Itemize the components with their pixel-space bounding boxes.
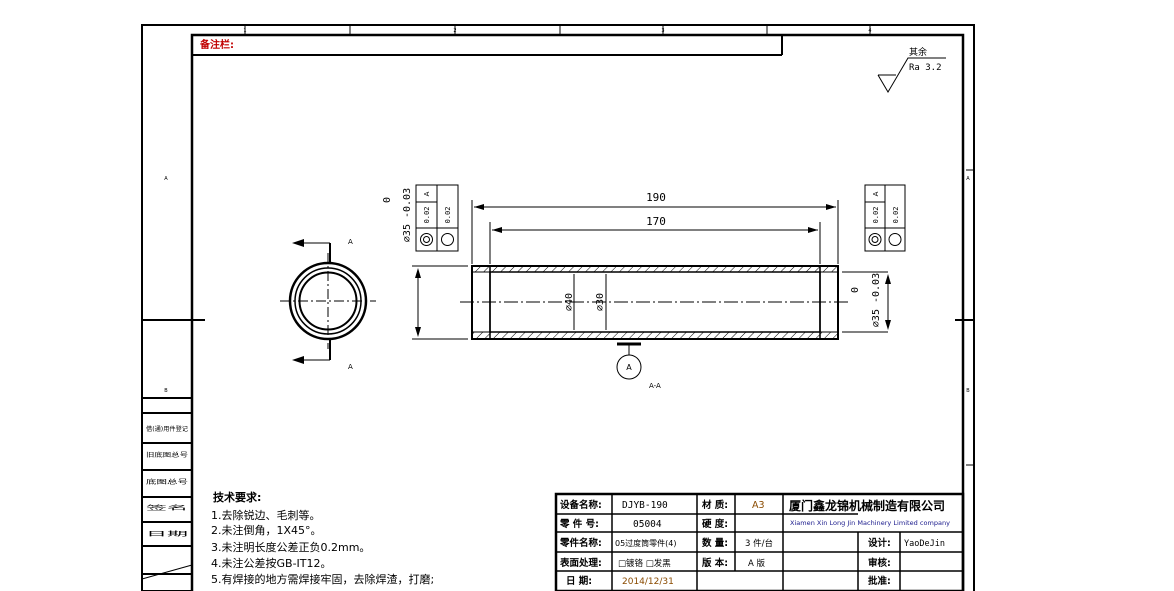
svg-text:1: 1 (243, 28, 246, 34)
hardness-label: 硬 度: (702, 518, 728, 530)
design-label: 设计: (868, 537, 891, 549)
tolerance-right-value-1: 0.02 (872, 207, 880, 224)
tech-item-2: 2.未注倒角，1X45°。 (211, 523, 322, 537)
date-label: 日 期: (566, 575, 592, 587)
part-name-label: 零件名称: (559, 537, 602, 549)
zone-labels: 1 2 3 4 A B A B (164, 28, 970, 394)
quantity-label: 数 量: (701, 537, 728, 549)
review-label: 审核: (868, 557, 891, 569)
roughness-symbol (877, 57, 946, 93)
part-no-value: 05004 (633, 519, 662, 530)
bore-left-upper: 0 (382, 197, 393, 203)
bore-right-dim: ∅35 -0.03 (871, 273, 882, 327)
tech-item-3: 3.未注明长度公差正负0.2mm。 (211, 540, 370, 554)
datum-letter: A (626, 363, 632, 372)
title-block-grid (554, 492, 965, 591)
company-cn: 厦门鑫龙锦机械制造有限公司 (789, 498, 945, 513)
roughness-label: 其余 (909, 46, 927, 58)
strip-label-2: 底图总号 (146, 478, 188, 486)
company-en: Xiamen Xin Long Jin Machinery Limited co… (790, 519, 950, 527)
designer-value: YaoDeJin (904, 539, 945, 549)
section-arrows (292, 239, 304, 364)
surface-label: 表面处理: (559, 557, 602, 569)
svg-text:3: 3 (661, 28, 664, 34)
strip-label-4: 日期 (146, 530, 188, 538)
svg-text:B: B (966, 388, 970, 394)
equipment-name-value: DJYB-190 (622, 500, 668, 511)
dim-overall-length: 190 (646, 191, 666, 204)
dim-lines (412, 200, 889, 340)
dim-outer-dia: ∅40 (564, 293, 575, 311)
left-strip (141, 397, 193, 591)
svg-text:B: B (164, 388, 168, 394)
version-value: A 版 (748, 558, 766, 569)
tolerance-frame-right (864, 184, 906, 252)
strip-label-0: 借(通)用件登记 (146, 425, 188, 433)
material-value: A3 (752, 500, 765, 511)
section-view-label: A-A (649, 382, 661, 390)
tolerance-left-value-1: 0.02 (423, 207, 431, 224)
version-label: 版 本: (701, 557, 728, 569)
title-block-text: 设备名称: DJYB-190 材 质: A3 厦门鑫龙锦机械制造有限公司 Xia… (559, 498, 950, 587)
svg-text:4: 4 (868, 28, 871, 34)
roughness-value: Ra 3.2 (909, 63, 942, 73)
quantity-value: 3 件/台 (745, 538, 773, 549)
end-view (280, 242, 376, 361)
strip-label-3: 签名 (146, 504, 188, 512)
left-strip-labels: 借(通)用件登记 旧底图总号 底图总号 签名 日期 (146, 425, 188, 538)
outer-frame (141, 24, 975, 591)
dim-inner-dia: ∅30 (595, 293, 606, 311)
section-marker-top: A (348, 238, 353, 246)
tech-item-5: 5.有焊接的地方需焊接牢固，去除焊渣，打磨; (211, 572, 434, 586)
tube-section (460, 265, 850, 340)
approve-label: 批准: (868, 575, 891, 587)
strip-label-1: 旧底图总号 (146, 451, 188, 459)
tolerance-right-value-2: 0.02 (892, 207, 900, 224)
remark-label: 备注栏: (199, 38, 234, 51)
part-no-label: 零 件 号: (559, 518, 599, 530)
svg-text:2: 2 (453, 28, 456, 34)
date-value: 2014/12/31 (622, 577, 674, 587)
tech-item-4: 4.未注公差按GB-IT12。 (211, 556, 332, 570)
svg-text:A: A (164, 176, 168, 182)
dim-arrows (415, 204, 891, 337)
bore-right-upper: 0 (850, 287, 861, 293)
bore-left-dim: ∅35 -0.03 (402, 188, 413, 242)
material-label: 材 质: (701, 499, 728, 511)
datum-symbol (616, 342, 642, 380)
tolerance-right-datum: A (872, 191, 880, 196)
dim-inner-length: 170 (646, 215, 666, 228)
part-name-value: 05过度筒零件(4) (615, 538, 677, 548)
section-marker-bottom: A (348, 363, 353, 371)
equipment-name-label: 设备名称: (560, 499, 602, 511)
tech-item-1: 1.去除锐边、毛刺等。 (211, 508, 321, 522)
tolerance-left-value-2: 0.02 (444, 207, 452, 224)
surface-value: □镀铬 □发黑 (618, 558, 671, 569)
tech-title: 技术要求: (213, 490, 261, 504)
tolerance-left-datum: A (423, 191, 431, 196)
svg-text:A: A (966, 176, 970, 182)
tech-requirements: 技术要求: 1.去除锐边、毛刺等。 2.未注倒角，1X45°。 3.未注明长度公… (211, 490, 434, 586)
tolerance-frame-left (415, 184, 459, 252)
